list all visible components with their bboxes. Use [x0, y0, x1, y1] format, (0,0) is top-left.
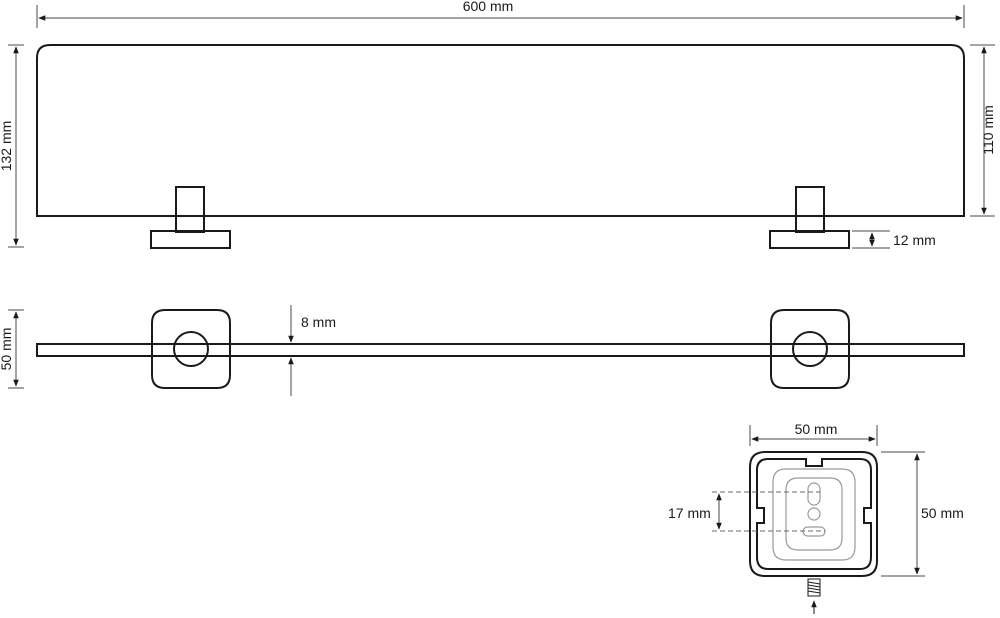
bracket-top-right-hole	[792, 331, 828, 367]
bracket-top-right	[770, 309, 850, 389]
bracket-top-left-hole	[173, 331, 209, 367]
set-screw-icon	[807, 578, 821, 614]
label-total-height: 132 mm	[0, 121, 14, 172]
dimension-total-height: 132 mm	[0, 44, 24, 248]
dimension-base-thickness: 12 mm	[852, 230, 936, 249]
label-depth: 50 mm	[0, 328, 14, 371]
center-hole	[807, 507, 821, 521]
dimension-bracket-height: 50 mm	[881, 451, 964, 577]
slot-vertical	[807, 482, 821, 506]
bracket-detail-view	[749, 451, 878, 614]
top-view	[36, 309, 965, 389]
bracket-top-left	[151, 309, 231, 389]
label-base-thickness: 12 mm	[893, 232, 936, 248]
label-overall-width: 600 mm	[463, 0, 514, 14]
dimension-bracket-width: 50 mm	[749, 421, 878, 446]
bracket-plate-outer	[749, 451, 878, 577]
dimension-hole-spacing: 17 mm	[668, 491, 825, 532]
slot-horizontal	[802, 526, 826, 537]
dimension-overall-width: 600 mm	[36, 0, 965, 28]
bracket-front-left	[150, 186, 231, 249]
bracket-mounting-plate	[772, 468, 856, 561]
label-hole-spacing: 17 mm	[668, 505, 711, 521]
glass-panel-top	[36, 343, 965, 357]
bracket-front-right	[769, 186, 850, 249]
label-bracket-height: 50 mm	[921, 505, 964, 521]
bracket-plate-inner	[756, 458, 872, 570]
glass-panel-front	[36, 44, 965, 217]
label-glass-height: 110 mm	[980, 105, 996, 155]
dimension-glass-thickness: 8 mm	[288, 305, 336, 396]
dimension-depth: 50 mm	[0, 309, 24, 389]
label-bracket-width: 50 mm	[795, 421, 838, 437]
label-glass-thickness: 8 mm	[301, 314, 336, 330]
front-view	[36, 44, 965, 249]
dimension-glass-height: 110 mm	[970, 44, 996, 217]
